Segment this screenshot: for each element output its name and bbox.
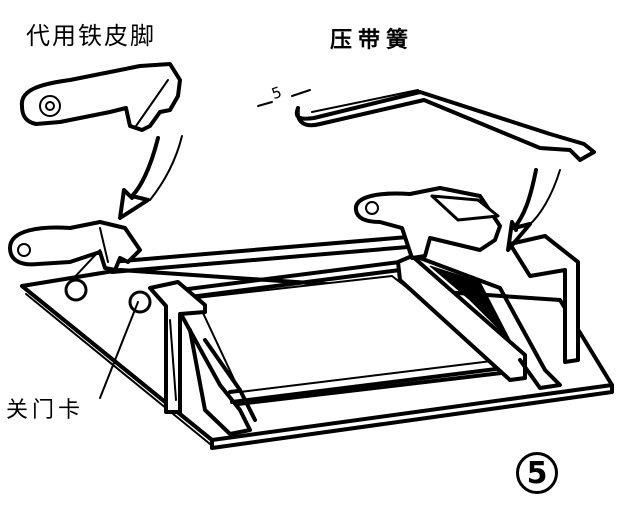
figure-number: 5 — [526, 455, 548, 491]
label-iron-foot: 代用铁皮脚 — [26, 22, 156, 50]
left-mount — [8, 220, 152, 314]
right-mount — [354, 186, 502, 260]
arrow-spring-to-right-mount — [506, 168, 561, 252]
arrow-foot-to-left-mount — [118, 135, 183, 220]
latch-leader-line — [99, 301, 139, 399]
label-door-latch: 关门卡 — [6, 398, 85, 423]
pressure-spring-part — [257, 89, 596, 162]
right-bracket — [396, 234, 580, 390]
left-post — [148, 280, 257, 436]
figure-number-badge: 5 — [516, 452, 558, 494]
label-pressure-spring: 压带簧 — [330, 28, 415, 53]
substitute-iron-foot-part — [19, 62, 182, 132]
